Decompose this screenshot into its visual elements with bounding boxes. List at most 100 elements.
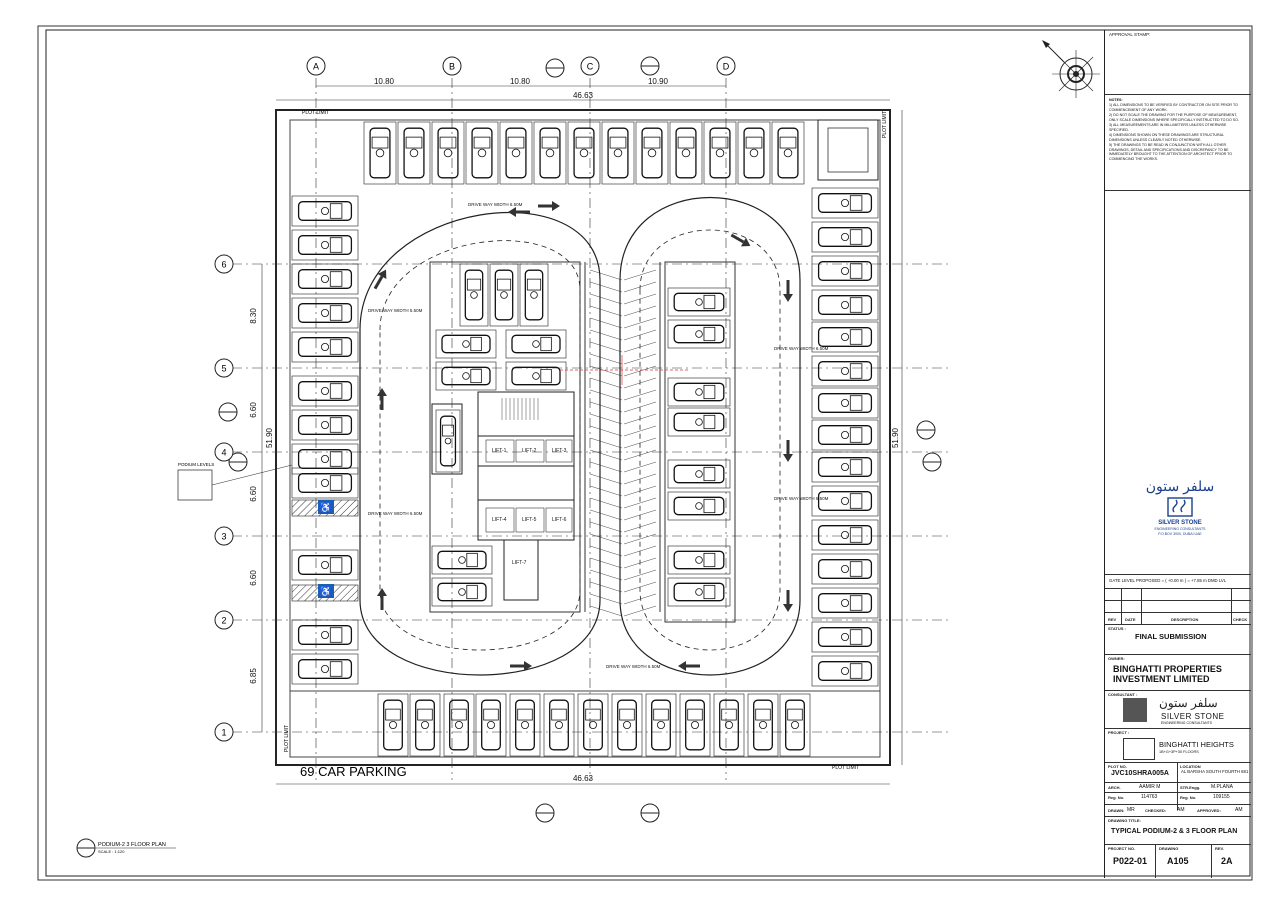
driveway-label: DRIVE WAY WIDTH 6.50M <box>606 664 661 669</box>
parking-space <box>291 619 359 651</box>
parking-space <box>459 263 489 327</box>
parking-space <box>577 693 609 757</box>
car-icon <box>297 473 353 493</box>
car-icon <box>297 625 353 645</box>
grid-bubble-row: 3 <box>214 526 234 546</box>
parking-space <box>635 121 669 185</box>
direction-arrow-icon <box>373 269 387 290</box>
lift-label: LIFT-3 <box>552 448 567 454</box>
parking-space <box>667 287 731 317</box>
car-icon <box>539 127 561 179</box>
car-icon <box>415 699 435 751</box>
parking-space <box>667 407 731 437</box>
parking-space <box>713 693 745 757</box>
project-number: P022-01 <box>1113 856 1148 866</box>
parking-space <box>667 459 731 489</box>
parking-space <box>667 491 731 521</box>
car-icon <box>297 337 353 357</box>
direction-arrow-icon <box>377 388 387 410</box>
parking-space <box>291 653 359 685</box>
parking-space <box>669 121 703 185</box>
parking-space <box>811 485 879 517</box>
dimension-label: 10.80 <box>374 77 395 86</box>
parking-space <box>291 195 359 227</box>
direction-arrow-icon <box>730 233 751 247</box>
parking-space <box>431 545 493 575</box>
car-icon <box>673 464 725 484</box>
car-icon <box>437 550 487 570</box>
dimension-label: 6.60 <box>249 570 258 586</box>
car-icon <box>817 295 873 315</box>
car-icon <box>403 127 425 179</box>
dimension-label: 6.85 <box>249 668 258 684</box>
grid-bubble-col: D <box>716 56 736 76</box>
car-icon <box>297 235 353 255</box>
car-icon <box>297 303 353 323</box>
grid-bubble-col: A <box>306 56 326 76</box>
plot-number: JVC10SHRA005A <box>1111 770 1169 777</box>
parking-space <box>811 289 879 321</box>
dimension-label: 46.63 <box>573 91 594 100</box>
svg-text:6: 6 <box>221 260 226 270</box>
svg-text:D: D <box>723 62 730 72</box>
car-icon <box>464 269 484 321</box>
parking-space <box>779 693 811 757</box>
podium-levels-label: PODIUM LEVELS <box>178 462 214 467</box>
parking-space <box>679 693 711 757</box>
car-icon <box>297 659 353 679</box>
dimension-label: 10.80 <box>510 77 531 86</box>
parking-space <box>567 121 601 185</box>
car-icon <box>673 412 725 432</box>
status-value: FINAL SUBMISSION <box>1135 632 1207 641</box>
grid-bubble-row: 2 <box>214 610 234 630</box>
car-icon <box>297 415 353 435</box>
direction-arrow-icon <box>783 280 793 302</box>
car-icon <box>817 261 873 281</box>
direction-arrow-icon <box>510 661 532 671</box>
parking-space <box>291 443 359 475</box>
dimension-label: 46.63 <box>573 774 594 783</box>
car-icon <box>297 555 353 575</box>
plan-scale: SCALE : 1:120 <box>98 849 125 854</box>
parking-space <box>291 263 359 295</box>
car-icon <box>439 415 457 467</box>
car-icon <box>297 381 353 401</box>
consultant-logo <box>1123 698 1147 722</box>
parking-space <box>811 187 879 219</box>
parking-space <box>291 467 359 499</box>
parking-space <box>397 121 431 185</box>
car-icon <box>709 127 731 179</box>
car-icon <box>607 127 629 179</box>
parking-space <box>377 693 409 757</box>
dimension-label: 10.90 <box>648 77 669 86</box>
parking-space <box>645 693 677 757</box>
car-icon <box>817 193 873 213</box>
parking-space <box>533 121 567 185</box>
car-icon <box>817 457 873 477</box>
parking-space <box>291 331 359 363</box>
car-icon <box>817 491 873 511</box>
parking-space <box>811 655 879 687</box>
parking-space <box>771 121 805 185</box>
parking-space <box>435 361 497 391</box>
car-icon <box>573 127 595 179</box>
car-icon <box>673 550 725 570</box>
dimension-label: 6.60 <box>249 402 258 418</box>
parking-space <box>811 553 879 585</box>
parking-space <box>543 693 575 757</box>
svg-text:2: 2 <box>221 616 226 626</box>
lift-label: LIFT-5 <box>522 517 537 523</box>
svg-text:C: C <box>587 62 594 72</box>
project-name: BINGHATTI HEIGHTS <box>1159 740 1234 749</box>
car-icon <box>617 699 637 751</box>
parking-space <box>811 387 879 419</box>
car-icon <box>817 559 873 579</box>
direction-arrow-icon <box>508 207 530 217</box>
revision-number: 2A <box>1221 856 1233 866</box>
parking-space <box>811 621 879 653</box>
car-icon <box>471 127 493 179</box>
drawing-number: A105 <box>1167 856 1189 866</box>
plan-caption: PODIUM-2 3 FLOOR PLAN <box>98 842 166 848</box>
dimension-label: 8.30 <box>249 308 258 324</box>
direction-arrow-icon <box>377 588 387 610</box>
